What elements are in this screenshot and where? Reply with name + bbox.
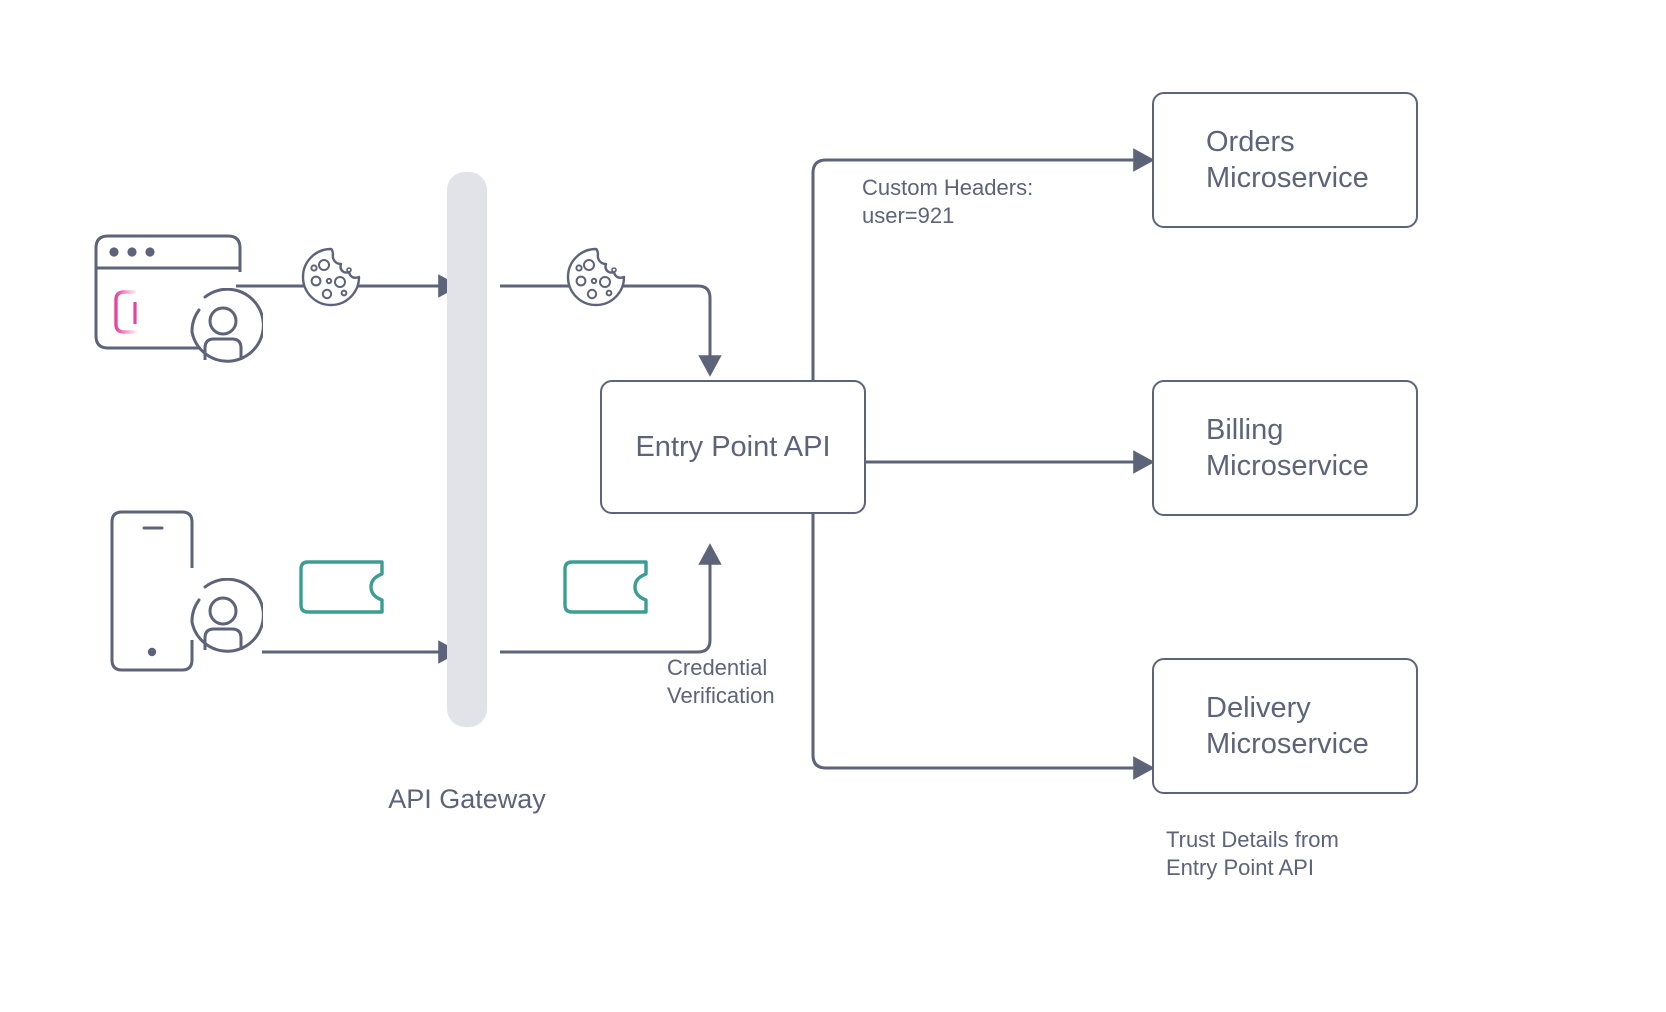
credential-verification-annotation: Credential Verification [667,655,775,708]
billing-microservice-box[interactable]: Billing Microservice [1152,380,1418,516]
entry-point-api-label: Entry Point API [635,431,831,463]
browser-window-icon [94,234,242,350]
flow-gateway-to-entrypoint-token [500,543,722,654]
orders-microservice-label: Orders Microservice [1206,126,1369,194]
flow-entrypoint-to-orders [811,148,1155,462]
user-avatar-icon-mobile [190,578,263,653]
cookie-icon-client [301,247,361,307]
cookie-icon-gateway [566,247,626,307]
ticket-token-icon-client [299,560,384,614]
api-gateway-bar[interactable] [447,172,487,727]
flow-cookie2-to-entrypoint [620,284,722,377]
user-avatar-icon-browser [190,288,263,363]
delivery-microservice-label: Delivery Microservice [1206,692,1369,760]
entry-point-api-box[interactable]: Entry Point API [600,380,866,514]
flow-entrypoint-to-delivery [811,462,1155,780]
delivery-microservice-box[interactable]: Delivery Microservice [1152,658,1418,794]
orders-microservice-box[interactable]: Orders Microservice [1152,92,1418,228]
ticket-token-icon-gateway [563,560,648,614]
mobile-phone-icon [110,510,194,672]
custom-headers-annotation: Custom Headers: user=921 [862,175,1034,228]
billing-microservice-label: Billing Microservice [1206,414,1369,482]
api-gateway-label: API Gateway [388,784,546,814]
trust-details-annotation: Trust Details from Entry Point API [1166,827,1339,880]
